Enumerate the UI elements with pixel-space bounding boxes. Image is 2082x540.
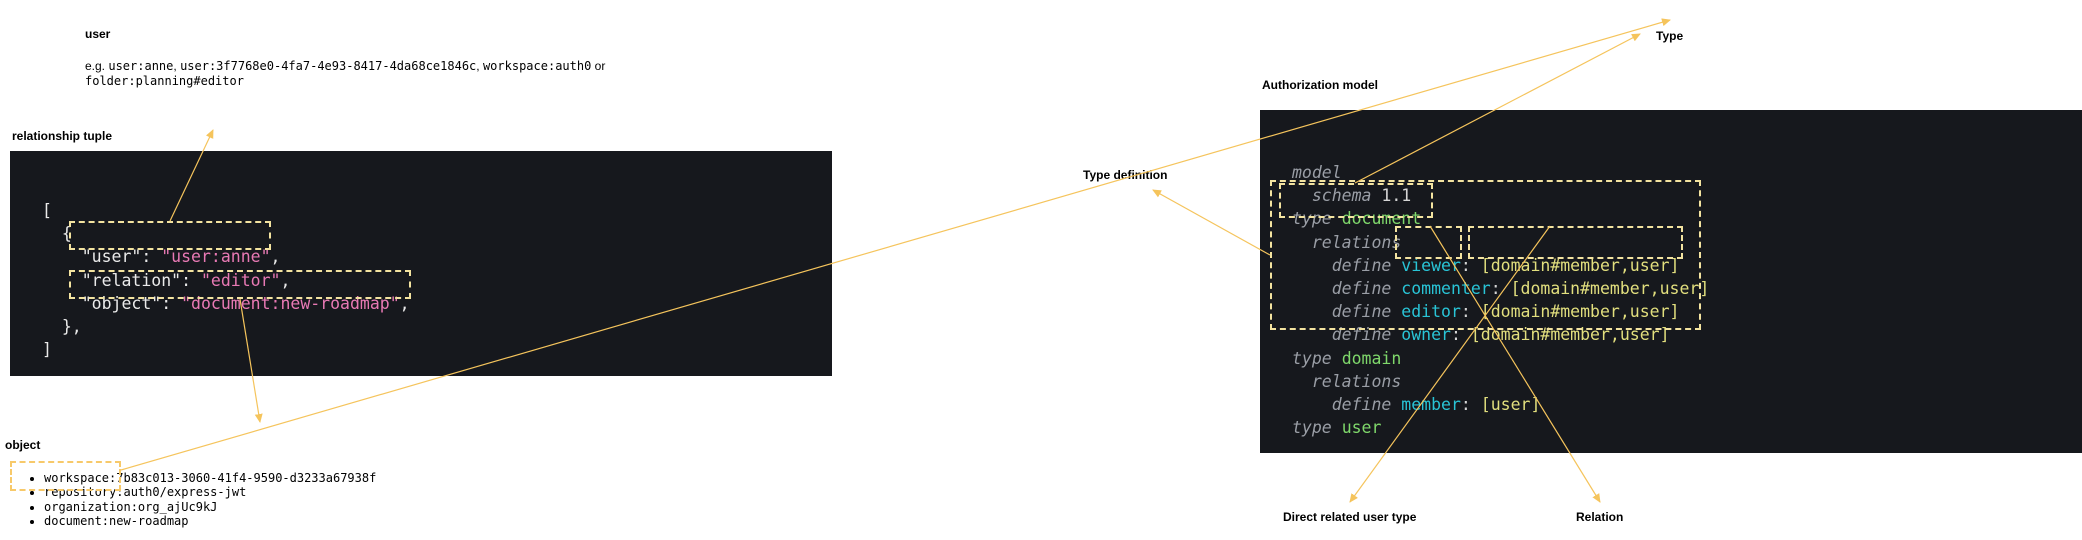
model-line-type-domain: type domain <box>1292 348 1402 368</box>
object-label: object <box>5 438 41 452</box>
direct-related-user-type-label: Direct related user type <box>1283 510 1417 524</box>
model-line-define-member: define member: [user] <box>1331 394 1541 414</box>
relation-label: Relation <box>1576 510 1624 524</box>
type-highlight-box <box>1279 183 1433 218</box>
list-item: repository:auth0/express-jwt <box>44 485 376 499</box>
user-label: user <box>85 27 111 41</box>
user-example-folder: folder:planning#editor <box>85 74 244 88</box>
tuple-user-key: "user" <box>81 247 142 267</box>
tuple-user-value: "user:anne" <box>161 247 271 267</box>
object-type-highlight-box <box>10 461 121 491</box>
list-item: organization:org_ajUc9kJ <box>44 500 376 514</box>
tuple-line-close-bracket: ] <box>42 340 52 360</box>
user-example-anne: user:anne <box>108 59 174 73</box>
relation-member-name: member <box>1401 394 1461 414</box>
object-example-list: workspace:7b83c013-3060-41f4-9590-d3233a… <box>0 471 376 528</box>
tuple-line-open-brace: { <box>61 224 72 244</box>
relationship-tuple-label: relationship tuple <box>12 129 113 143</box>
type-domain-name: domain <box>1341 348 1402 368</box>
type-label: Type <box>1656 29 1684 43</box>
list-item: workspace:7b83c013-3060-41f4-9590-d3233a… <box>44 471 376 485</box>
authorization-model-label: Authorization model <box>1262 78 1378 92</box>
user-example-text: e.g. user:anne, user:3f7768e0-4fa7-4e93-… <box>85 59 645 89</box>
type-user-name: user <box>1341 418 1382 438</box>
model-line-type-user: type user <box>1292 418 1382 438</box>
arrow-type-definition-box-to-label <box>1152 189 1271 256</box>
tuple-user-highlight-box <box>69 221 271 250</box>
user-example-sep2: , <box>476 59 483 73</box>
model-line-relations-domain: relations <box>1311 371 1402 391</box>
direct-related-user-type-highlight-box <box>1468 226 1683 259</box>
user-example-prefix: e.g. <box>85 59 109 73</box>
tuple-line-close-brace: }, <box>61 316 82 336</box>
tuple-line-open-bracket: [ <box>42 201 52 220</box>
type-definition-label: Type definition <box>1083 168 1168 182</box>
user-example-uuid: user:3f7768e0-4fa7-4e93-8417-4da68ce1846… <box>180 59 477 73</box>
user-example-workspace: workspace:auth0 <box>482 59 592 73</box>
user-example-or: or <box>591 59 606 73</box>
tuple-object-highlight-box <box>69 270 411 299</box>
relation-highlight-box <box>1395 226 1462 259</box>
list-item: document:new-roadmap <box>44 514 376 528</box>
relation-member-types: [user] <box>1480 394 1541 414</box>
